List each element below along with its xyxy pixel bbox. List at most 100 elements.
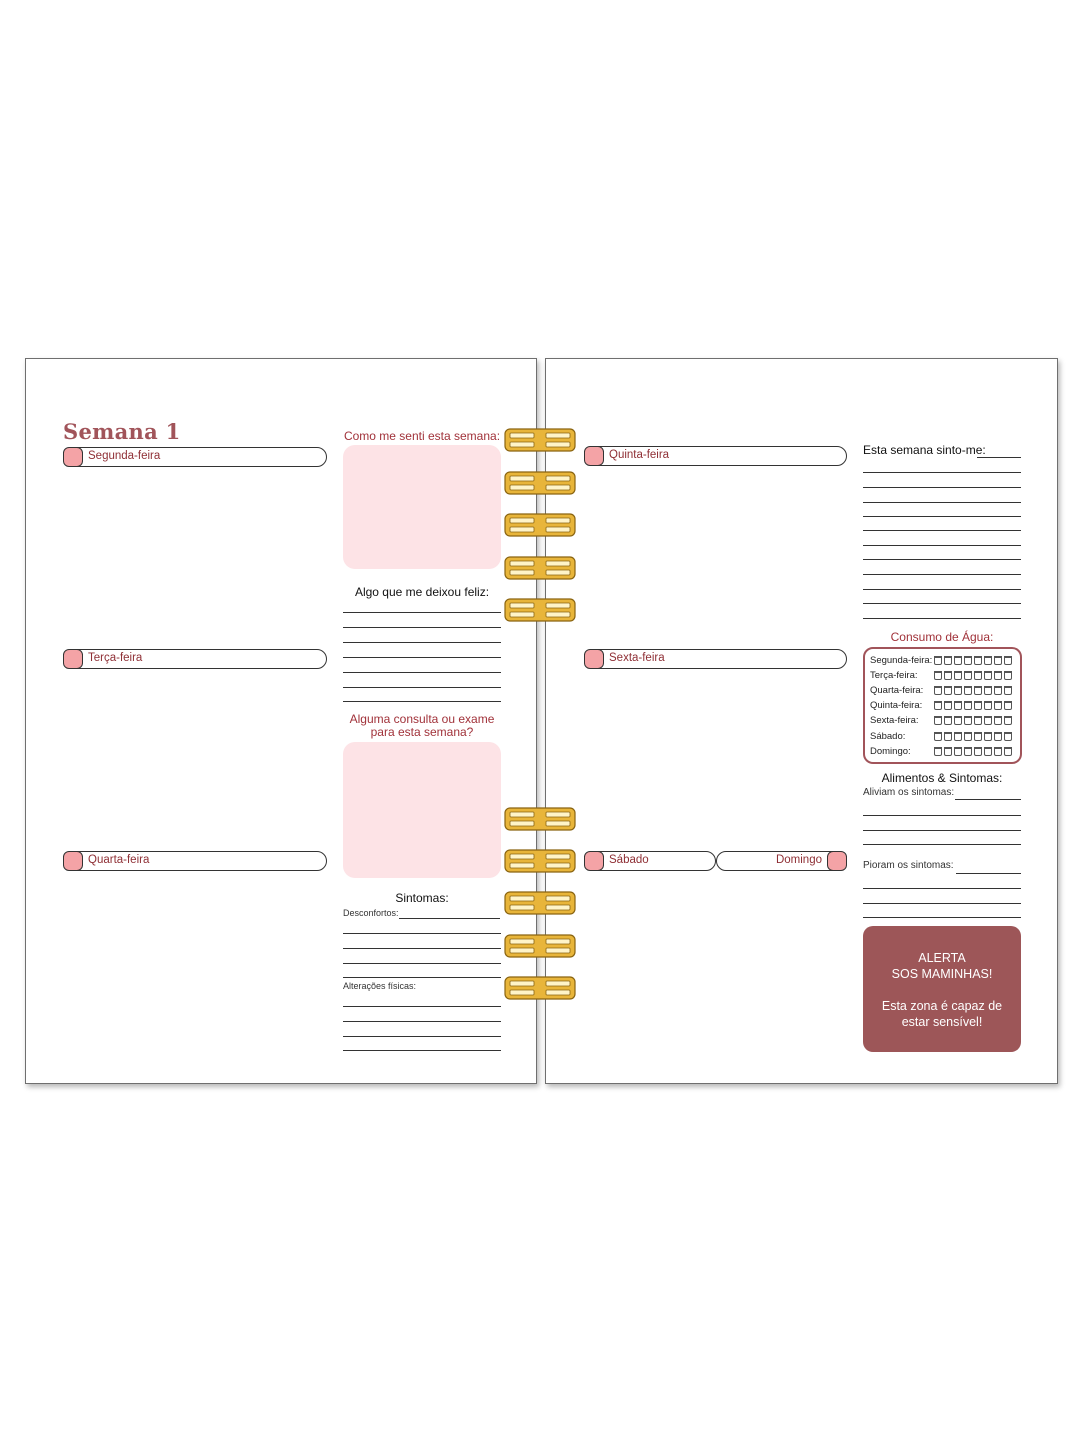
water-cup-icon[interactable] — [934, 655, 942, 665]
water-cup-icon[interactable] — [954, 716, 962, 726]
physical-changes-label: Alterações físicas: — [343, 981, 417, 991]
water-cup-icon[interactable] — [934, 716, 942, 726]
water-cup-icon[interactable] — [994, 685, 1002, 695]
water-cup-icon[interactable] — [1004, 716, 1012, 726]
binding-ring-icon — [504, 891, 576, 915]
water-cup-icon[interactable] — [974, 670, 982, 680]
water-cup-icon[interactable] — [954, 655, 962, 665]
day-dot — [63, 851, 83, 871]
water-cup-icon[interactable] — [964, 701, 972, 711]
day-dot — [63, 447, 83, 467]
water-cups — [934, 701, 1013, 711]
water-cup-icon[interactable] — [984, 685, 992, 695]
writing-line — [863, 903, 1021, 904]
writing-line — [863, 815, 1021, 816]
water-cup-icon[interactable] — [934, 670, 942, 680]
water-cup-icon[interactable] — [944, 701, 952, 711]
water-cup-icon[interactable] — [934, 746, 942, 756]
water-cup-icon[interactable] — [964, 746, 972, 756]
water-cup-icon[interactable] — [974, 701, 982, 711]
writing-line — [343, 1021, 501, 1022]
water-cup-icon[interactable] — [994, 746, 1002, 756]
water-cup-icon[interactable] — [944, 685, 952, 695]
water-day-label: Quinta-feira: — [870, 700, 923, 712]
left-page: Semana 1 Segunda-feira Terça-feira Quart… — [25, 358, 537, 1084]
water-cup-icon[interactable] — [994, 670, 1002, 680]
water-cup-icon[interactable] — [984, 716, 992, 726]
writing-line — [343, 977, 501, 978]
water-cup-icon[interactable] — [964, 731, 972, 741]
water-day-label: Sábado: — [870, 730, 906, 742]
water-cup-icon[interactable] — [1004, 655, 1012, 665]
day-label: Terça-feira — [88, 652, 143, 664]
water-cup-icon[interactable] — [954, 685, 962, 695]
binding-ring-icon — [504, 513, 576, 537]
water-cups — [934, 746, 1013, 756]
water-cup-icon[interactable] — [984, 701, 992, 711]
binding-ring-icon — [504, 849, 576, 873]
water-cup-icon[interactable] — [964, 655, 972, 665]
binding-ring-icon — [504, 976, 576, 1000]
water-cup-icon[interactable] — [944, 670, 952, 680]
writing-line — [863, 888, 1021, 889]
water-cup-icon[interactable] — [974, 655, 982, 665]
week-title: Semana 1 — [63, 419, 181, 444]
writing-line — [863, 917, 1021, 918]
appointment-box — [343, 742, 501, 878]
water-day-label: Terça-feira: — [870, 669, 918, 681]
water-cup-icon[interactable] — [974, 685, 982, 695]
water-cup-icon[interactable] — [934, 701, 942, 711]
water-cup-icon[interactable] — [994, 731, 1002, 741]
water-cups — [934, 655, 1013, 665]
water-cup-icon[interactable] — [974, 716, 982, 726]
water-cup-icon[interactable] — [944, 731, 952, 741]
day-bar-wednesday: Quarta-feira — [63, 851, 327, 871]
water-cup-icon[interactable] — [954, 701, 962, 711]
binding-ring-icon — [504, 934, 576, 958]
water-cup-icon[interactable] — [994, 655, 1002, 665]
water-cups — [934, 731, 1013, 741]
alert-title-line2: SOS MAMINHAS! — [891, 967, 993, 981]
discomforts-label: Desconfortos: — [343, 908, 399, 918]
water-cup-icon[interactable] — [984, 746, 992, 756]
water-cup-icon[interactable] — [964, 685, 972, 695]
water-cup-icon[interactable] — [1004, 746, 1012, 756]
water-cup-icon[interactable] — [954, 746, 962, 756]
day-dot — [63, 649, 83, 669]
writing-line — [863, 516, 1021, 517]
writing-line — [955, 799, 1021, 800]
water-cup-icon[interactable] — [964, 670, 972, 680]
water-cup-icon[interactable] — [994, 716, 1002, 726]
water-cup-icon[interactable] — [1004, 685, 1012, 695]
alert-text-line1: Esta zona é capaz de — [881, 999, 1003, 1013]
water-cup-icon[interactable] — [954, 670, 962, 680]
water-cup-icon[interactable] — [984, 731, 992, 741]
binding-ring-icon — [504, 598, 576, 622]
water-row: Terça-feira: — [870, 668, 1013, 682]
water-tracker: Segunda-feira:Terça-feira:Quarta-feira:Q… — [863, 647, 1022, 764]
water-cup-icon[interactable] — [1004, 731, 1012, 741]
water-cup-icon[interactable] — [944, 655, 952, 665]
water-cup-icon[interactable] — [1004, 701, 1012, 711]
day-bar-sunday: Domingo — [716, 851, 847, 871]
water-cups — [934, 716, 1013, 726]
water-cup-icon[interactable] — [994, 701, 1002, 711]
binding-ring-icon — [504, 807, 576, 831]
day-label: Domingo — [775, 854, 822, 866]
water-cup-icon[interactable] — [944, 746, 952, 756]
water-cup-icon[interactable] — [934, 731, 942, 741]
water-cup-icon[interactable] — [934, 685, 942, 695]
water-cup-icon[interactable] — [984, 655, 992, 665]
water-cup-icon[interactable] — [1004, 670, 1012, 680]
day-label: Sexta-feira — [609, 652, 665, 664]
water-heading: Consumo de Água: — [890, 630, 994, 644]
writing-line — [343, 1036, 501, 1037]
water-cup-icon[interactable] — [954, 731, 962, 741]
water-row: Sexta-feira: — [870, 714, 1013, 728]
water-cup-icon[interactable] — [964, 716, 972, 726]
water-cup-icon[interactable] — [984, 670, 992, 680]
water-cup-icon[interactable] — [974, 746, 982, 756]
water-cup-icon[interactable] — [944, 716, 952, 726]
water-cup-icon[interactable] — [974, 731, 982, 741]
day-label: Segunda-feira — [88, 450, 161, 462]
